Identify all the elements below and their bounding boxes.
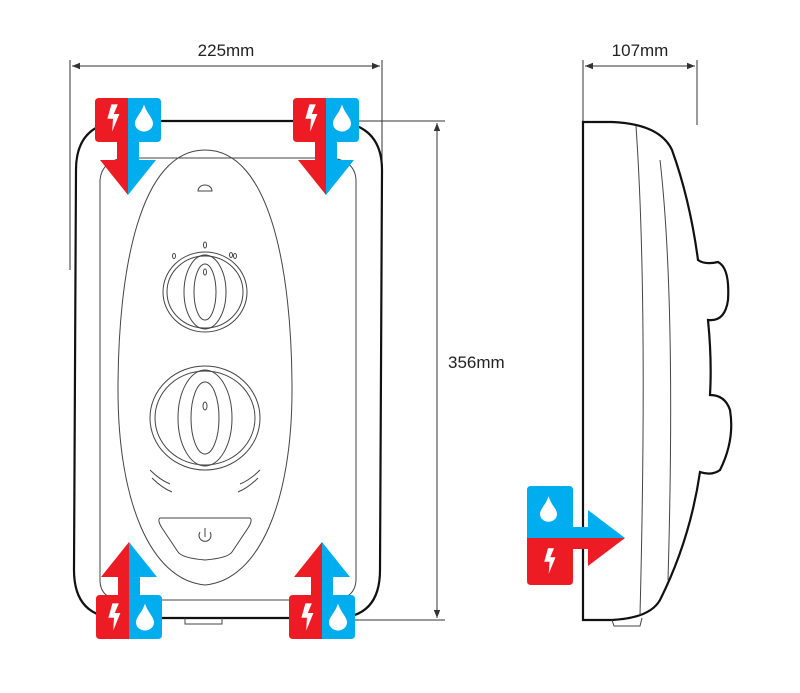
rear-inlet-icon (527, 486, 625, 585)
height-dimension: 356mm (230, 120, 505, 621)
width-label: 225mm (198, 41, 255, 60)
flow-knob[interactable] (162, 241, 248, 333)
indicator-light (197, 184, 213, 192)
bottom-right-inlet-icon (289, 542, 355, 639)
power-button[interactable] (158, 517, 252, 561)
depth-dimension: 107mm (582, 41, 698, 125)
bottom-left-inlet-icon (96, 542, 162, 639)
power-icon (198, 528, 212, 542)
width-dimension: 225mm (69, 41, 383, 270)
depth-label: 107mm (612, 41, 669, 60)
side-view (581, 120, 733, 627)
height-label: 356mm (448, 353, 505, 372)
front-view (72, 119, 384, 625)
top-right-inlet-icon (293, 98, 359, 195)
temperature-knob[interactable] (149, 365, 261, 493)
top-left-inlet-icon (95, 98, 161, 195)
